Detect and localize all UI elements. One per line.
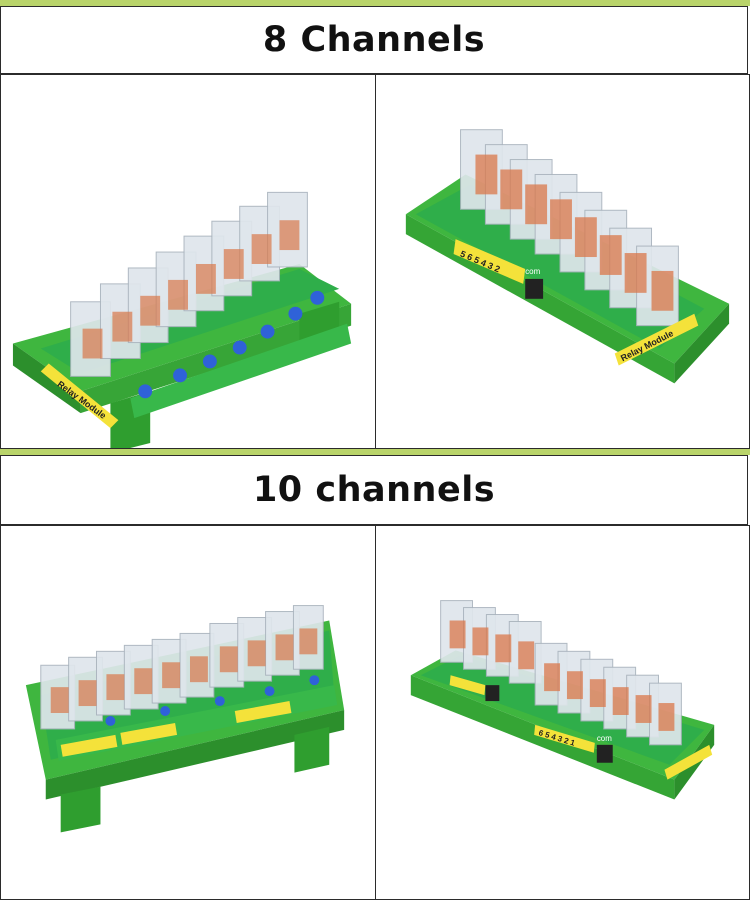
- relay-module-photo-icon: Relay Module: [12, 191, 352, 448]
- accent-bar-middle: [0, 449, 750, 455]
- relay-module-photo-icon: 5 6 5 4 3 2 com Relay Module: [405, 129, 730, 384]
- section-title: 8 Channels: [262, 20, 486, 60]
- accent-bar-top: [0, 0, 750, 6]
- section-header-10: 10 channels: [0, 455, 748, 525]
- photo-10ch-front: [0, 525, 376, 900]
- section-header-8: 8 Channels: [0, 6, 748, 74]
- section-title: 10 channels: [252, 470, 496, 510]
- terminal-com: com: [597, 734, 612, 743]
- relay-module-photo-icon: [25, 605, 345, 833]
- terminal-com: com: [525, 267, 540, 276]
- photo-8ch-back: 5 6 5 4 3 2 com Relay Module: [375, 74, 750, 449]
- relay-module-photo-icon: 6 5 4 3 2 1 com: [410, 600, 715, 800]
- photo-10ch-back: 6 5 4 3 2 1 com: [375, 525, 750, 900]
- photo-8ch-front: Relay Module: [0, 74, 376, 449]
